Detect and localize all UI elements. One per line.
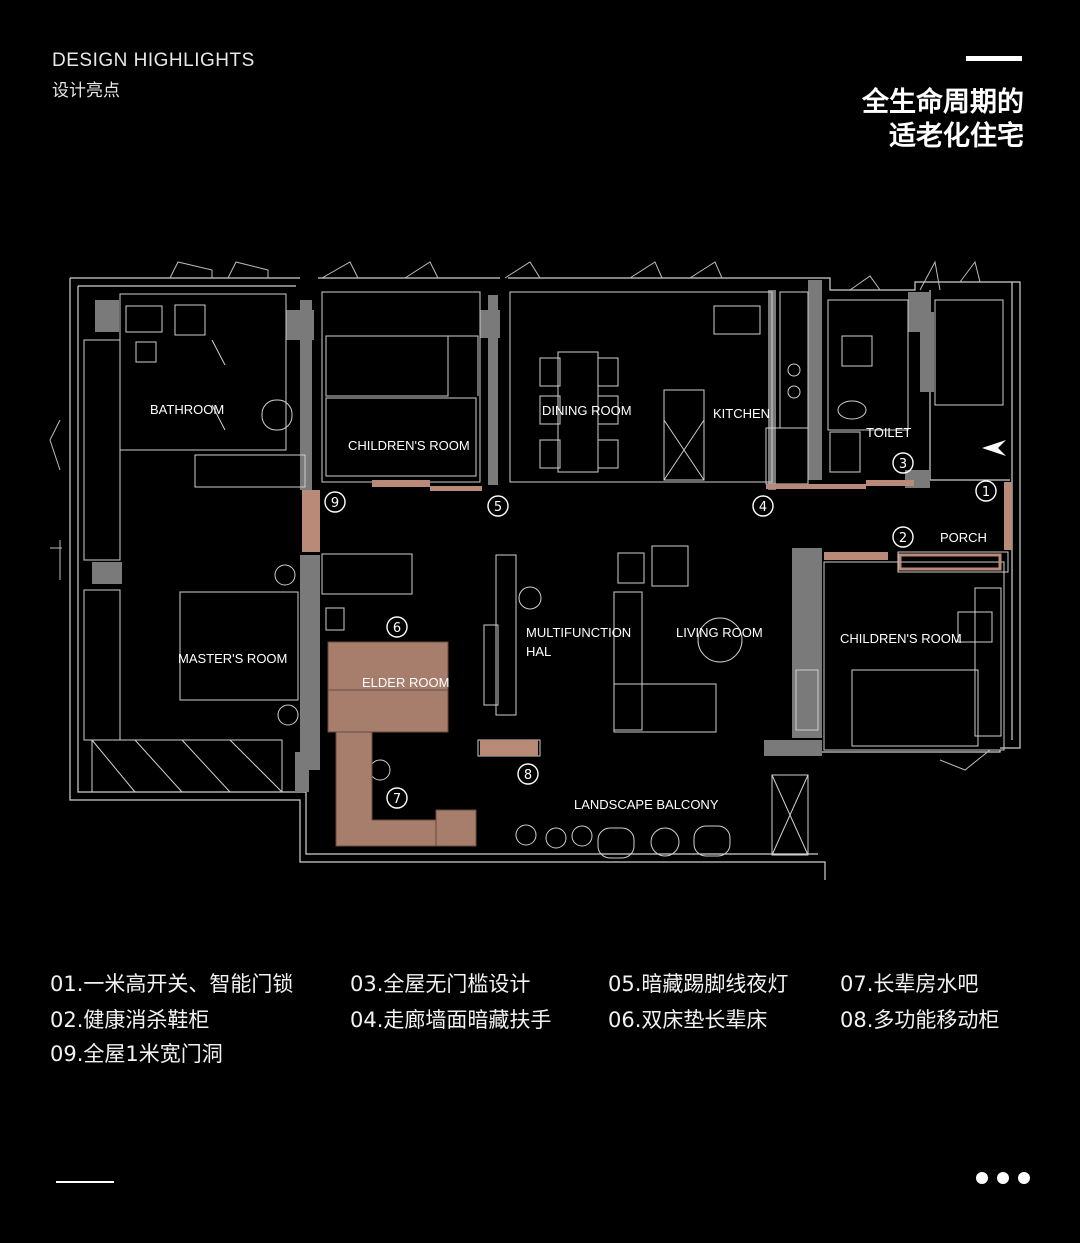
label-bathroom: BATHROOM — [150, 402, 224, 417]
label-dining-room: DINING ROOM — [542, 403, 632, 418]
svg-text:2: 2 — [899, 531, 907, 546]
floor-plan: BATHROOM CHILDREN'S ROOM DINING ROOM KIT… — [49, 260, 1021, 880]
label-children-room-right: CHILDREN'S ROOM — [840, 631, 962, 646]
top-windows — [49, 260, 991, 771]
svg-text:8: 8 — [524, 768, 532, 783]
legend-item-05: 05.暗藏踢脚线夜灯 — [608, 972, 789, 996]
label-toilet: TOILET — [866, 425, 911, 440]
svg-text:9: 9 — [331, 496, 339, 511]
label-porch: PORCH — [940, 530, 987, 545]
legend-item-01: 01.一米高开关、智能门锁 — [50, 972, 294, 996]
label-elder-room: ELDER ROOM — [362, 675, 449, 690]
footer-line — [56, 1181, 114, 1183]
marker-2: 2 — [892, 526, 914, 548]
legend-item-04: 04.走廊墙面暗藏扶手 — [350, 1008, 552, 1032]
label-kitchen: KITCHEN — [713, 406, 770, 421]
label-masters-room: MASTER'S ROOM — [178, 651, 287, 666]
title-line-1: 全生命周期的 — [862, 87, 1024, 118]
marker-4: 4 — [752, 495, 774, 517]
marker-5: 5 — [487, 495, 509, 517]
highlight-features — [302, 480, 1012, 756]
marker-9: 9 — [324, 491, 346, 513]
legend-item-08: 08.多功能移动柜 — [840, 1008, 1000, 1032]
legend-item-06: 06.双床垫长辈床 — [608, 1008, 768, 1032]
marker-6: 6 — [386, 616, 408, 638]
legend-item-03: 03.全屋无门槛设计 — [350, 972, 531, 996]
furniture — [83, 291, 1009, 859]
legend-item-07: 07.长辈房水吧 — [840, 972, 979, 996]
svg-text:4: 4 — [759, 500, 767, 515]
header-english: DESIGN HIGHLIGHTS — [52, 50, 255, 71]
marker-8: 8 — [517, 763, 539, 785]
elder-room-furniture — [327, 641, 477, 847]
marker-3: 3 — [892, 452, 914, 474]
label-multifunction-1: MULTIFUNCTION — [526, 625, 631, 640]
title-accent-bar — [966, 56, 1022, 61]
svg-text:7: 7 — [393, 792, 401, 807]
svg-text:5: 5 — [494, 500, 502, 515]
legend-item-09: 09.全屋1米宽门洞 — [50, 1042, 223, 1066]
marker-1: 1 — [975, 480, 997, 502]
more-dots-icon[interactable] — [976, 1172, 1030, 1184]
outer-walls — [69, 277, 1021, 880]
label-landscape-balcony: LANDSCAPE BALCONY — [574, 797, 719, 812]
header-chinese: 设计亮点 — [52, 81, 120, 101]
label-children-room-top: CHILDREN'S ROOM — [348, 438, 470, 453]
legend-item-02: 02.健康消杀鞋柜 — [50, 1008, 210, 1032]
label-multifunction-2: HAL — [526, 644, 551, 659]
marker-7: 7 — [386, 787, 408, 809]
svg-text:6: 6 — [393, 621, 401, 636]
svg-text:3: 3 — [899, 457, 907, 472]
title-line-2: 适老化住宅 — [889, 121, 1024, 152]
entry-arrow-icon — [982, 440, 1006, 456]
label-living-room: LIVING ROOM — [676, 625, 763, 640]
svg-text:1: 1 — [982, 485, 990, 500]
interior-walls — [92, 280, 934, 792]
